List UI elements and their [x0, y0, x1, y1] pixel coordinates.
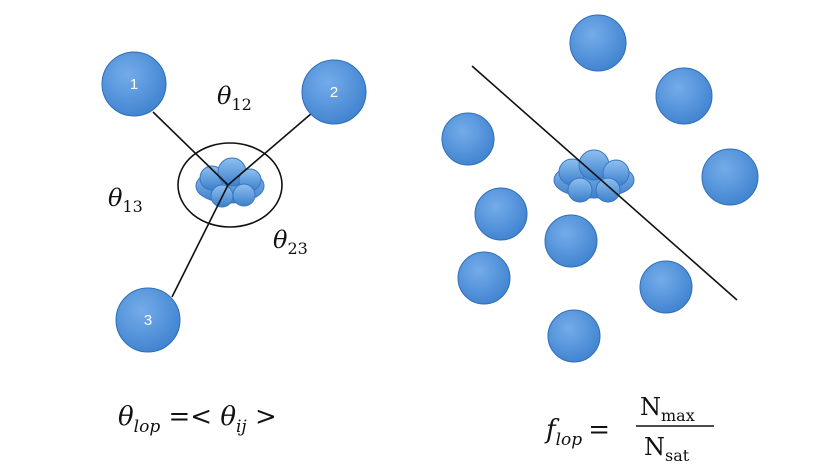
- node-label-3: 3: [144, 312, 152, 329]
- formula-eq: =<: [160, 402, 220, 432]
- denominator-N: N: [644, 433, 665, 461]
- satellite-node-2: 2: [301, 59, 367, 125]
- angle-label-13: θ13: [108, 184, 143, 216]
- satellite-node-3: 3: [115, 287, 181, 353]
- satellite-node: [569, 14, 627, 72]
- numerator-sub: max: [661, 406, 695, 425]
- link-2: [227, 112, 313, 186]
- angle-label-23: θ23: [273, 226, 308, 258]
- formula-sub-ij: ij: [236, 417, 247, 437]
- link-1: [152, 111, 229, 186]
- fraction-numerator: Nmax: [640, 393, 695, 425]
- right-panel: flop= Nmax Nsat: [441, 14, 759, 465]
- node-label-2: 2: [330, 84, 338, 101]
- angle-subscript-12: 12: [231, 95, 251, 114]
- theta-symbol: θ: [217, 82, 232, 110]
- f-lop-formula: flop= Nmax Nsat: [544, 393, 714, 465]
- angle-label-12: θ12: [217, 82, 252, 114]
- theta-lop-formula: θlop =< θij >: [118, 402, 277, 437]
- satellite-node: [655, 67, 713, 125]
- numerator-N: N: [640, 393, 661, 421]
- dividing-line: [471, 65, 738, 301]
- cloud-icon: [553, 149, 635, 203]
- node-label-1: 1: [130, 76, 138, 93]
- formula-eq: =: [588, 415, 610, 445]
- theta-symbol: θ: [108, 184, 123, 212]
- satellite-node: [457, 251, 511, 305]
- satellite-node: [544, 214, 598, 268]
- formula-sub-lop: lop: [134, 417, 161, 437]
- satellite-node: [701, 148, 759, 206]
- angle-subscript-23: 23: [287, 239, 307, 258]
- satellite-node-1: 1: [101, 51, 167, 117]
- angle-ellipse: [177, 142, 283, 228]
- angle-subscript-13: 13: [122, 197, 142, 216]
- satellite-node: [547, 309, 601, 363]
- satellite-node: [639, 260, 693, 314]
- satellite-node: [474, 187, 528, 241]
- left-panel: 1 2 3 θ12 θ13 θ23 θlop =< θij >: [101, 51, 367, 437]
- formula-theta: θ: [118, 402, 134, 432]
- theta-symbol: θ: [273, 226, 288, 254]
- link-3: [171, 184, 229, 298]
- denominator-sub: sat: [665, 446, 690, 465]
- satellite-node: [441, 112, 495, 166]
- formula-sub-lop: lop: [556, 430, 583, 450]
- svg-text:flop=: flop=: [544, 415, 610, 450]
- formula-theta-ij: θ: [220, 402, 236, 432]
- fraction-denominator: Nsat: [644, 433, 690, 465]
- formula-close: >: [247, 402, 277, 432]
